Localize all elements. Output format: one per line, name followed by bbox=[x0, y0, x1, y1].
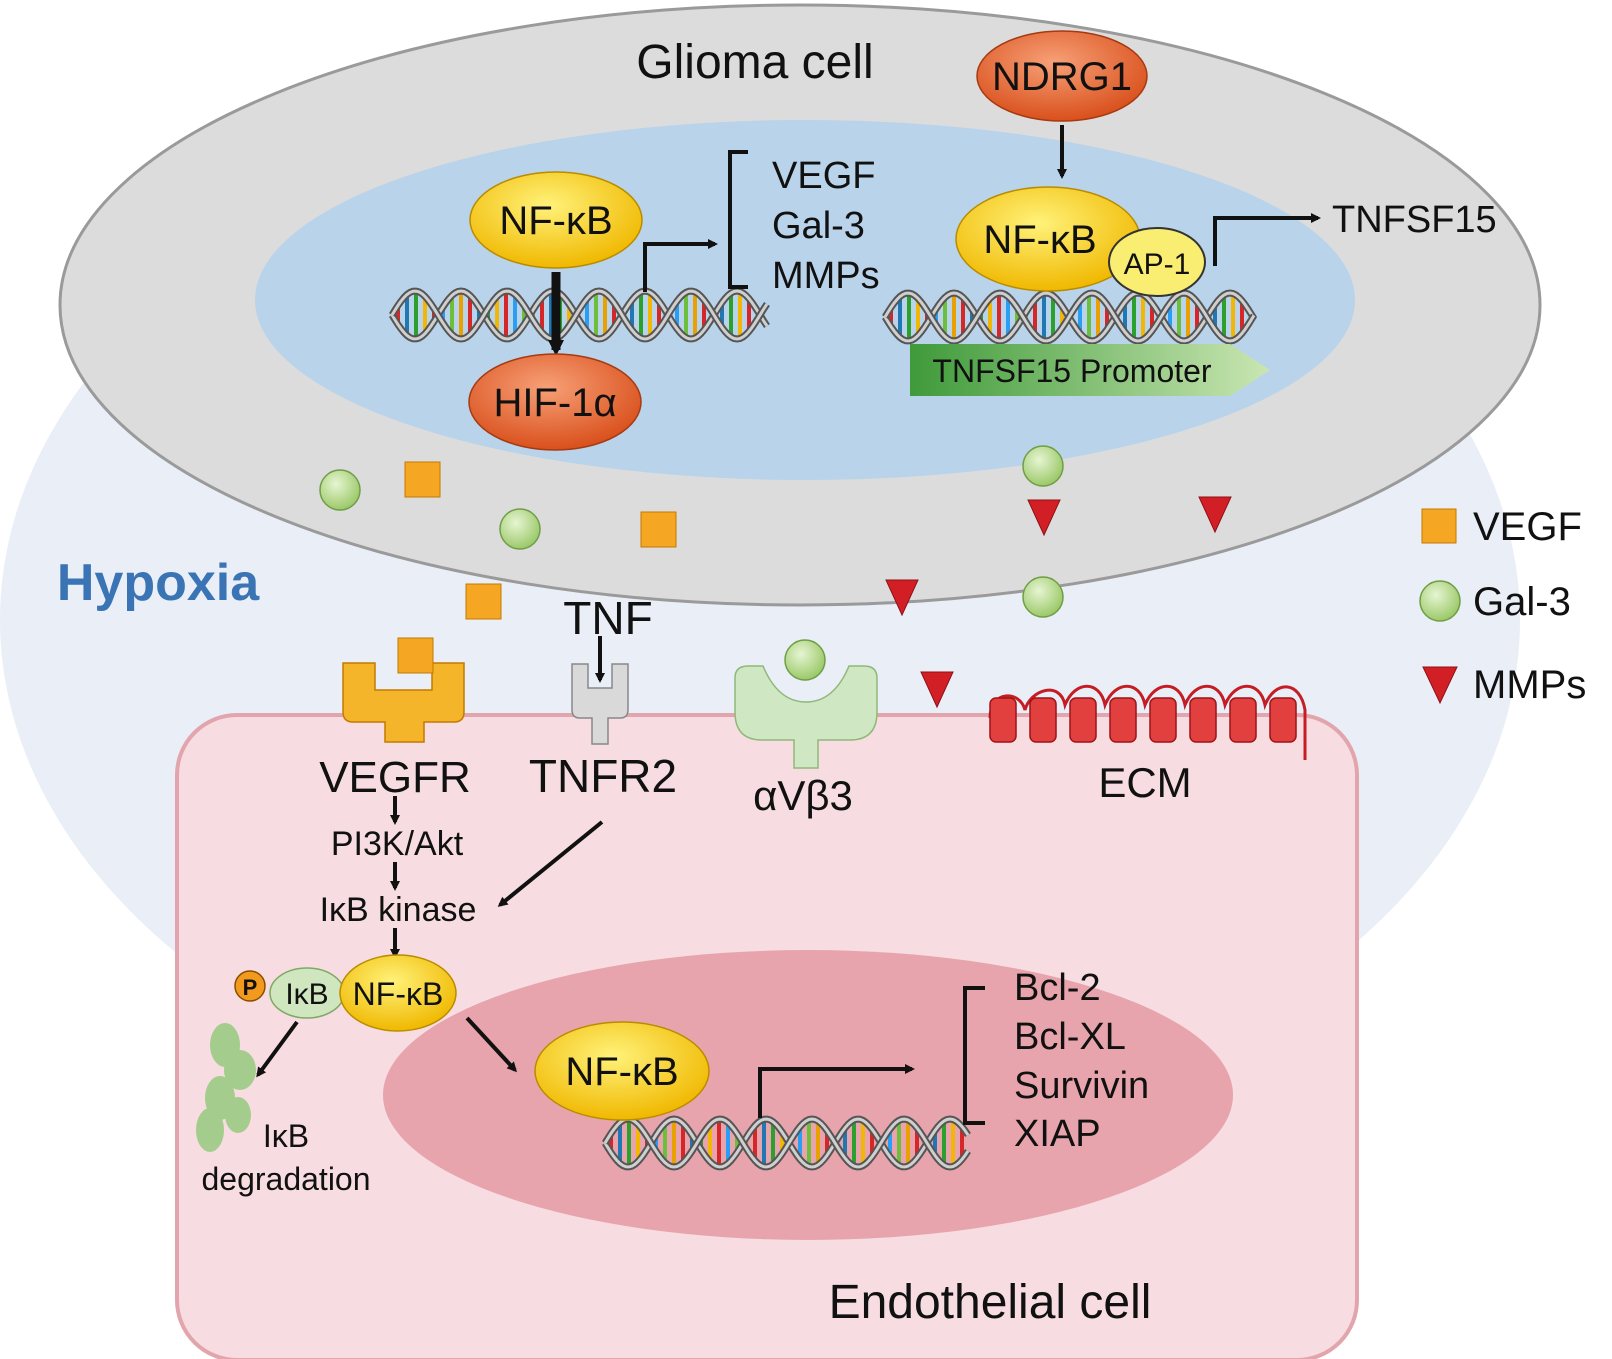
mmp-molecule bbox=[885, 579, 919, 617]
tnfr2-receptor-icon bbox=[571, 663, 629, 745]
vegf-molecule bbox=[640, 511, 677, 548]
tnfsf15-promoter-arrow bbox=[910, 344, 1270, 396]
nfkb-node-glioma bbox=[469, 171, 643, 269]
gal3-molecule bbox=[784, 639, 826, 681]
nfkb-translocation-arrow bbox=[465, 1016, 518, 1073]
dna-backbone-highlight bbox=[883, 291, 1256, 343]
gal3-molecule bbox=[319, 469, 361, 511]
endothelial-target-xiap: XIAP bbox=[1014, 1113, 1101, 1155]
endothelial-target-bclxl: Bcl-XL bbox=[1014, 1016, 1126, 1058]
legend-label-vegf: VEGF bbox=[1473, 505, 1582, 549]
tnfr2-to-ikk-arrow bbox=[497, 820, 604, 907]
legend-label-gal3: Gal-3 bbox=[1473, 580, 1571, 624]
transcription-arrow-glioma bbox=[643, 239, 718, 292]
ap1-label: AP-1 bbox=[1124, 248, 1191, 281]
endothelial-nucleus bbox=[383, 950, 1233, 1240]
avb3-label: αVβ3 bbox=[753, 772, 853, 819]
endothelial-target-bcl2: Bcl-2 bbox=[1014, 967, 1101, 1009]
phosphate-group-icon bbox=[234, 970, 266, 1002]
endothelial-target-survivin: Survivin bbox=[1014, 1065, 1149, 1107]
nfkb-label-ndrg1: NF-κB bbox=[983, 218, 1096, 262]
hypoxia-label: Hypoxia bbox=[57, 554, 260, 612]
nfkb-label-complex: NF-κB bbox=[353, 976, 444, 1012]
mmp-triangle-icon bbox=[1422, 666, 1458, 705]
transcription-arrow-endothelial bbox=[758, 1064, 915, 1118]
dna-helix-endothelial bbox=[602, 1115, 971, 1171]
vegf-bound-icon bbox=[397, 637, 434, 674]
tnfsf15-label: TNFSF15 bbox=[1332, 199, 1497, 241]
vegfr-label: VEGFR bbox=[319, 753, 471, 802]
vegf-square-icon bbox=[1421, 508, 1457, 544]
nfkb-label-endothelial-nucleus: NF-κB bbox=[565, 1050, 678, 1094]
ikb-kinase-label: IκB kinase bbox=[320, 891, 477, 929]
ap1-node bbox=[1108, 227, 1206, 297]
pi3k-akt-label: PI3K/Akt bbox=[331, 825, 464, 863]
ecm-protein bbox=[988, 684, 1307, 760]
gal3-circle-icon bbox=[1419, 580, 1461, 622]
nfkb-label-glioma: NF-κB bbox=[499, 199, 612, 243]
ikb-label: IκB bbox=[285, 978, 328, 1011]
vegf-molecule bbox=[465, 583, 502, 620]
mmp-molecule bbox=[1198, 496, 1232, 534]
ecm-label: ECM bbox=[1098, 759, 1191, 806]
target-bracket-endothelial bbox=[963, 986, 985, 1125]
glioma-target-gal3: Gal-3 bbox=[772, 205, 865, 247]
nfkb-node-complex bbox=[339, 954, 457, 1032]
glioma-target-mmps: MMPs bbox=[772, 255, 880, 297]
legend-label-mmps: MMPs bbox=[1473, 663, 1586, 707]
dna-backbone-highlight bbox=[390, 289, 769, 341]
mmp-molecule bbox=[920, 671, 954, 709]
dna-backbone-highlight bbox=[603, 1117, 970, 1169]
ikb-degradation-label-1: IκB bbox=[263, 1118, 309, 1154]
gal3-molecule bbox=[499, 508, 541, 550]
ndrg1-label: NDRG1 bbox=[992, 55, 1132, 99]
avb3-integrin-icon bbox=[734, 665, 878, 769]
ndrg1-node bbox=[976, 30, 1148, 122]
transcription-arrow-tnfsf15 bbox=[1213, 213, 1321, 266]
hif1a-label: HIF-1α bbox=[493, 381, 616, 425]
dna-backbone-highlight bbox=[603, 1117, 970, 1169]
gal3-molecule bbox=[1022, 576, 1064, 618]
gal3-molecule bbox=[1022, 445, 1064, 487]
target-bracket-glioma bbox=[728, 150, 748, 289]
tnfsf15-promoter-label: TNFSF15 Promoter bbox=[932, 353, 1212, 389]
dna-helix-glioma-right bbox=[882, 289, 1257, 345]
dna-backbone-highlight bbox=[390, 289, 769, 341]
phosphate-label: P bbox=[243, 975, 258, 1000]
glioma-target-vegf: VEGF bbox=[772, 155, 875, 197]
ikb-degradation-label-2: degradation bbox=[201, 1161, 370, 1197]
mmp-molecule bbox=[1027, 499, 1061, 537]
tnf-label: TNF bbox=[563, 592, 652, 644]
tnfr2-label: TNFR2 bbox=[529, 750, 677, 802]
legend: VEGF Gal-3 MMPs bbox=[1419, 505, 1586, 707]
hif1a-node bbox=[468, 353, 642, 451]
vegf-molecule bbox=[404, 461, 441, 498]
vegfr-receptor-icon bbox=[342, 662, 465, 743]
glioma-cell-title: Glioma cell bbox=[636, 36, 873, 89]
endothelial-cell-title: Endothelial cell bbox=[829, 1276, 1152, 1329]
nfkb-node-endothelial-nucleus bbox=[534, 1021, 710, 1121]
degraded-ikb-icon bbox=[196, 1023, 256, 1152]
ikb-to-degradation-arrow bbox=[256, 1020, 299, 1078]
dna-helix-glioma-left bbox=[389, 287, 770, 343]
